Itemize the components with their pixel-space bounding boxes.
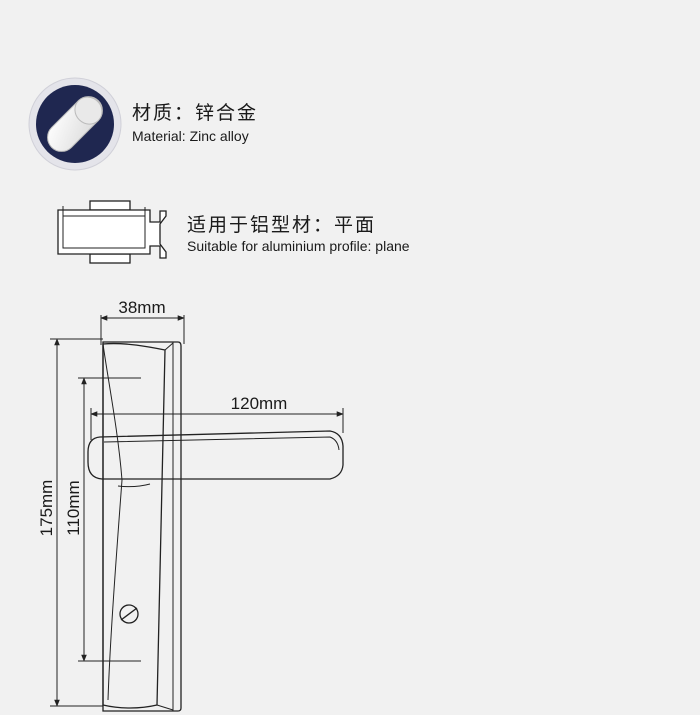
dimension-lines [50, 315, 344, 707]
material-label-zh: 材质：锌合金 [132, 102, 258, 124]
width-dimension-label: 38mm [118, 298, 165, 317]
material-label-en: Material: Zinc alloy [132, 128, 249, 144]
plate-height-dimension-label: 175mm [37, 480, 56, 537]
handle-drawing [87, 341, 344, 712]
profile-label-en: Suitable for aluminium profile: plane [187, 238, 410, 254]
hole-spacing-dimension-label: 110mm [64, 480, 83, 535]
profile-label-zh: 适用于铝型材：平面 [187, 214, 376, 236]
aluminium-profile-icon [57, 200, 167, 264]
lever-length-dimension-label: 120mm [231, 394, 288, 413]
material-icon [28, 77, 122, 171]
